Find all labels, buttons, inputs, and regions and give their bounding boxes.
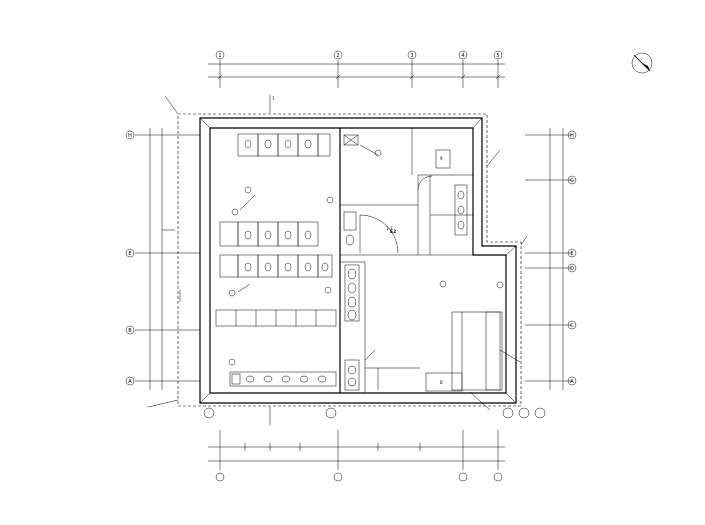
lower-toilet-stalls xyxy=(219,254,333,278)
right-dimension-lines xyxy=(525,128,572,390)
top-toilet-stalls xyxy=(237,133,359,157)
accessible-room xyxy=(343,211,399,254)
elevation-tag-label: 1-1 xyxy=(386,226,393,231)
axis-right-g: G xyxy=(570,178,574,184)
top-dimension-lines xyxy=(208,60,505,88)
axis-right-d: D xyxy=(570,266,574,272)
north-arrow-icon xyxy=(631,52,653,74)
exterior-walls xyxy=(199,117,517,404)
roof-outline xyxy=(177,113,522,407)
right-axis-bubbles: H G E D C A xyxy=(567,130,577,386)
center-room-label: E2 xyxy=(390,229,396,235)
annotation-markers xyxy=(228,149,504,366)
interior-walls xyxy=(339,128,473,393)
annotation-leaders xyxy=(147,95,528,411)
axis-right-e: E xyxy=(570,251,573,257)
axis-left-a: A xyxy=(128,379,132,385)
axis-right-c: C xyxy=(570,323,574,329)
bottom-dimension-lines xyxy=(208,430,505,470)
axis-right-a: A xyxy=(570,379,574,385)
equipment-label: B xyxy=(440,380,443,385)
wash-basins xyxy=(344,264,360,391)
section-tag-top: 1 xyxy=(272,96,275,101)
axis-top-1: 1 xyxy=(218,53,221,59)
room-top-right-label: 9 xyxy=(440,156,443,161)
left-dimension-lines xyxy=(135,128,200,390)
top-axis-bubbles: 1 2 3 4 5 xyxy=(215,50,503,60)
left-axis-bubbles: H E B A xyxy=(125,130,135,386)
urinal-row xyxy=(215,309,337,387)
bottom-axis-bubbles xyxy=(215,472,503,482)
axis-left-b: B xyxy=(128,328,132,334)
middle-toilet-stalls xyxy=(219,221,319,247)
section-markers: 1 xyxy=(179,95,275,425)
axis-top-2: 2 xyxy=(336,53,339,59)
axis-top-4: 4 xyxy=(461,53,464,59)
axis-left-h: H xyxy=(128,133,132,139)
axis-top-5: 5 xyxy=(496,53,499,59)
axis-left-e: E xyxy=(128,251,131,257)
axis-top-3: 3 xyxy=(410,53,413,59)
center-room-marker: E2 xyxy=(390,229,396,235)
equipment-room: B xyxy=(365,311,503,392)
top-right-room: 9 xyxy=(417,149,468,236)
axis-right-h: H xyxy=(570,133,574,139)
elevation-tags: 1-1 xyxy=(203,226,546,419)
